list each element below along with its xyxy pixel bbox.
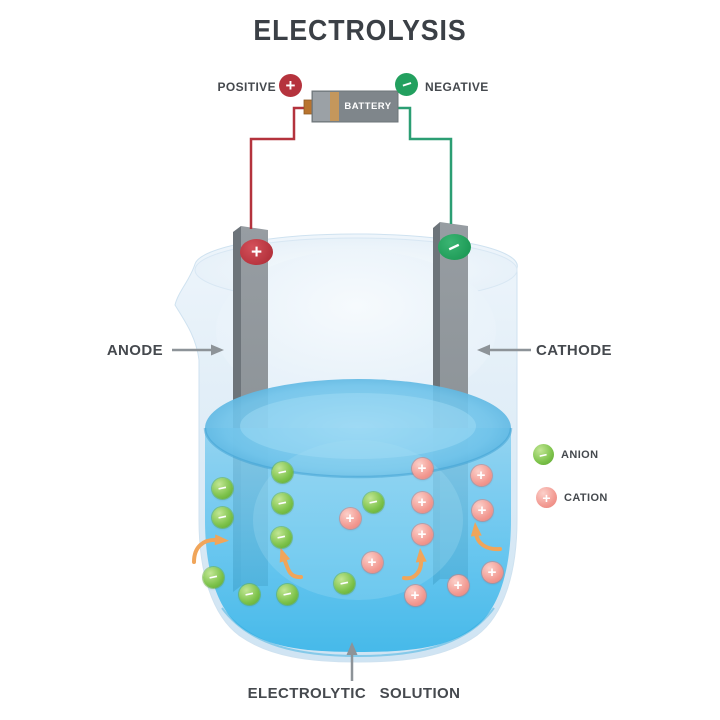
ion-flow-arrow: [470, 522, 502, 552]
beaker-bottom-edge: [221, 607, 495, 658]
ion-flow-arrow: [402, 548, 427, 581]
solution-pointer-arrow: [346, 642, 358, 681]
solution-surface: [205, 379, 511, 477]
anode-plus-badge: +: [240, 239, 273, 265]
beaker-inner-reflection: [216, 250, 496, 410]
solution-mid-glow: [253, 440, 463, 600]
solution-surface-edge: [203, 427, 513, 479]
positive-terminal-icon: +: [279, 74, 302, 97]
page-title: ELECTROLYSIS: [253, 15, 467, 47]
cation-legend-label: CATION: [564, 492, 608, 504]
battery: [303, 90, 399, 123]
ion-flow-arrow: [279, 547, 303, 580]
positive-label: POSITIVE: [217, 80, 276, 94]
negative-terminal-icon: −: [395, 73, 418, 96]
battery-label: BATTERY: [344, 101, 392, 112]
anion-legend-icon: −: [533, 444, 554, 465]
positive-wire: [249, 106, 313, 229]
negative-wire: [398, 106, 453, 224]
anode-label: ANODE: [106, 342, 163, 359]
negative-label: NEGATIVE: [425, 80, 489, 94]
cation-legend-icon: +: [536, 487, 557, 508]
anode-pointer-arrow: [172, 344, 224, 356]
cathode-pointer-arrow: [477, 344, 531, 356]
cathode-minus-badge: −: [438, 234, 471, 260]
anion-legend-label: ANION: [561, 449, 599, 461]
ion-flow-arrow: [192, 534, 229, 564]
cathode-label: CATHODE: [536, 342, 612, 359]
solution-surface-highlight: [240, 393, 476, 459]
solution-label: ELECTROLYTIC SOLUTION: [247, 685, 461, 702]
